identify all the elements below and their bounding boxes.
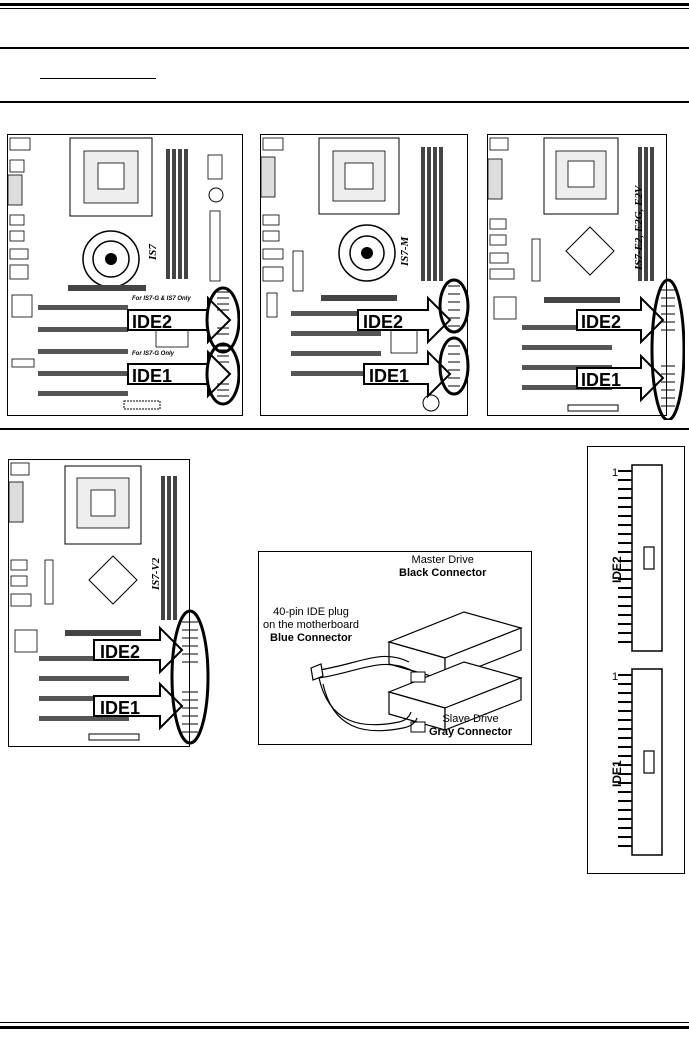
ide1-text-is7e2: IDE1: [581, 370, 621, 390]
ide2-text-is7v2: IDE2: [100, 642, 140, 662]
slave-drive-label: Slave Drive Gray Connector: [429, 713, 512, 739]
drive-connection-diagram: Master Drive Black Connector 40-pin IDE …: [258, 551, 532, 745]
ide-circle-is7e2: [652, 280, 684, 420]
callouts-is7: IDE2 IDE1: [0, 110, 240, 420]
ide2-circle-is7m: [440, 280, 468, 332]
figure-rule-middle: [0, 428, 689, 430]
callouts-is7e2: IDE2 IDE1: [485, 110, 685, 420]
top-rule-thin: [0, 8, 689, 9]
figure-rule-top: [0, 101, 689, 103]
ide1-text-is7v2: IDE1: [100, 698, 140, 718]
ide1-key-notch: [644, 751, 654, 773]
ide1-text-is7m: IDE1: [369, 366, 409, 386]
bottom-rule-thick: [0, 1026, 689, 1029]
ide-circle-is7v2: [172, 611, 208, 743]
slave-drive-line1: Slave Drive: [442, 713, 498, 725]
ide2-text-is7m: IDE2: [363, 312, 403, 332]
ide2-text-is7: IDE2: [132, 312, 172, 332]
plug-line1: 40-pin IDE plug: [273, 606, 349, 618]
ide1-text-is7: IDE1: [132, 366, 172, 386]
master-drive-line1: Master Drive: [412, 554, 474, 566]
ide2-key-notch: [644, 547, 654, 569]
ide2-pin1-label: 1: [612, 467, 618, 479]
slave-drive-line2: Gray Connector: [429, 726, 512, 738]
header-underline: [40, 78, 156, 79]
master-drive-line2: Black Connector: [399, 567, 486, 579]
top-rule-thick: [0, 3, 689, 6]
section-rule: [0, 47, 689, 49]
plug-line2: on the motherboard: [263, 619, 359, 631]
plug-line3: Blue Connector: [270, 632, 352, 644]
pinout-drawing: [588, 447, 684, 873]
ide2-connector-label: IDE2: [610, 556, 624, 583]
master-drive-label: Master Drive Black Connector: [399, 554, 486, 580]
callouts-is7m: IDE2 IDE1: [258, 110, 473, 420]
ide-connector-pinout: 1 1 IDE2 IDE1: [587, 446, 685, 874]
ide2-text-is7e2: IDE2: [581, 312, 621, 332]
ide1-connector-label: IDE1: [610, 760, 624, 787]
callouts-is7v2: IDE2 IDE1: [0, 440, 215, 760]
bottom-rule-thin: [0, 1022, 689, 1023]
plug-label: 40-pin IDE plug on the motherboard Blue …: [263, 606, 359, 645]
ide1-pin1-label: 1: [612, 671, 618, 683]
